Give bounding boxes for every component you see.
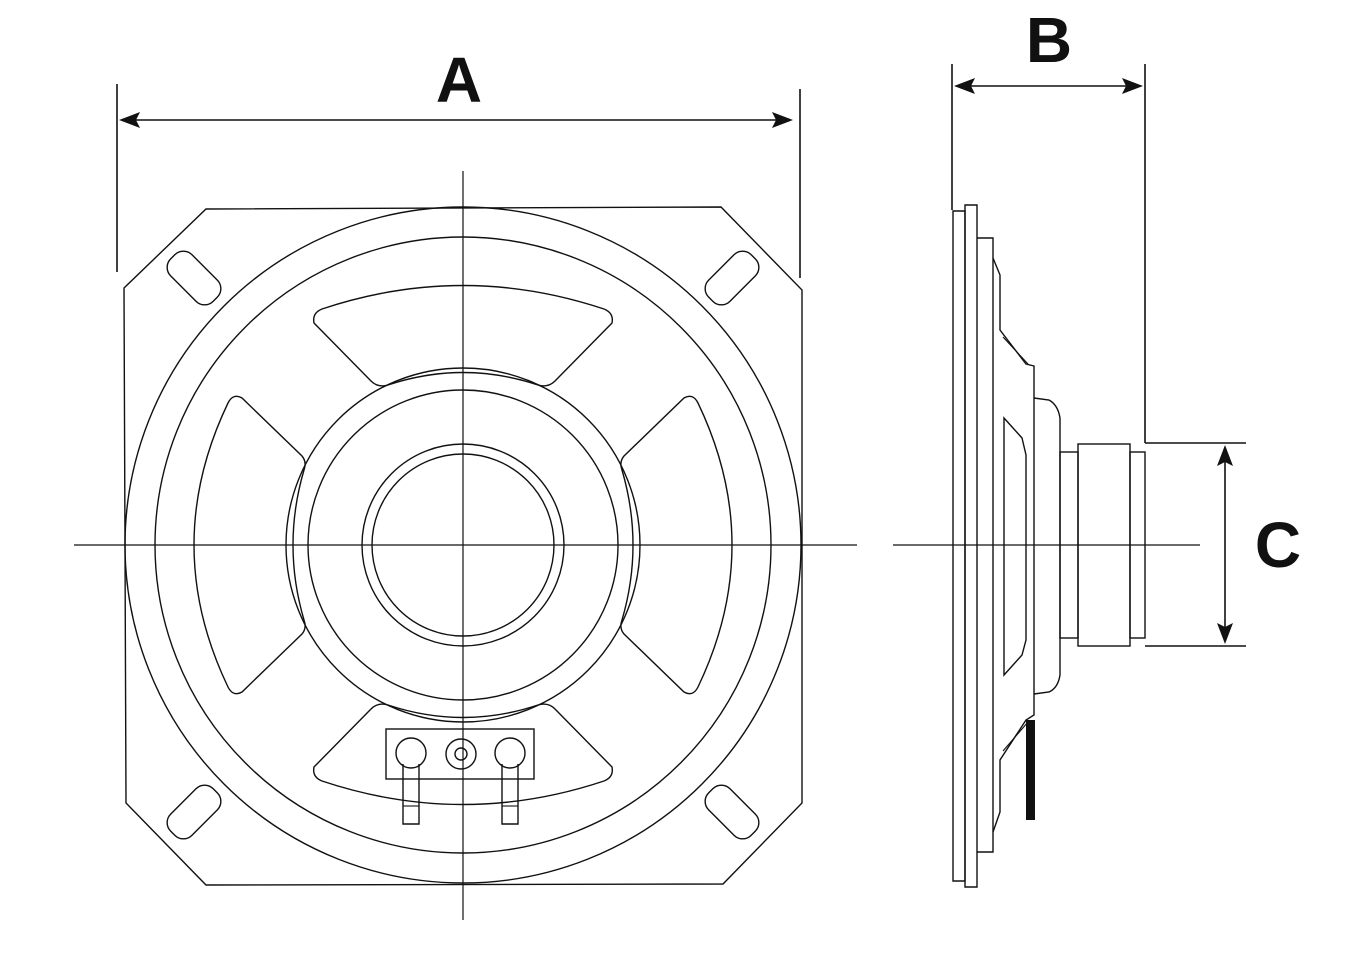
side-front-flange [952,210,966,882]
terminal-plate [385,728,535,780]
basket-window-left [193,395,306,695]
dimension-b-arrow-left [954,78,975,94]
mounting-slot-top-left [166,250,222,306]
mounting-slot-bottom-right [704,784,760,840]
dimension-c-arrow-bottom [1217,623,1233,644]
frame-outline [123,206,803,886]
dimension-a-arrow-right [772,112,793,128]
dimension-a-arrow-left [119,112,140,128]
terminal-rivet-inner [454,747,468,761]
side-terminal-bar [1026,720,1035,820]
side-magnet-plate [1033,397,1061,695]
mounting-slot-top-right [704,250,760,306]
side-basket-inner-profile [1002,336,1029,752]
basket-window-top [312,284,614,387]
terminal-left-eye [395,737,427,769]
dimension-c-arrow-top [1217,445,1233,466]
front-view: A [74,44,857,920]
dimension-b-arrow-right [1122,78,1143,94]
dimension-a-label: A [436,44,482,116]
basket-window-right [620,395,733,695]
side-basket-profile [992,257,1035,833]
basket-window-bottom [312,703,614,806]
side-basket-window [1003,416,1027,677]
dimension-b-label: B [1026,4,1072,76]
terminal-left-lug [402,764,420,825]
side-flange-step [964,204,978,888]
terminal-right-lug [501,764,519,825]
terminal-right-eye [494,737,526,769]
terminal-block [385,728,535,825]
mounting-slot-bottom-left [166,784,222,840]
dimension-c-label: C [1255,509,1301,581]
terminal-rivet-outer [445,738,477,770]
side-view: B C [893,4,1301,888]
